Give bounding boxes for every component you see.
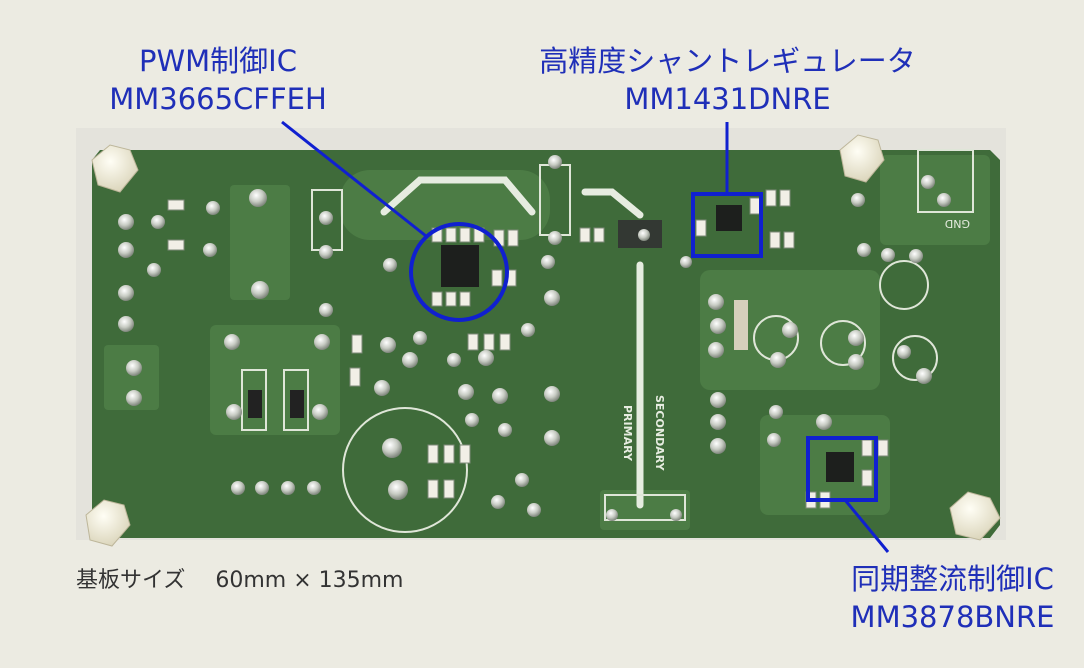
pwm-leader-line (281, 120, 427, 238)
pwm-ic-highlight-circle (409, 222, 509, 322)
pwm-ic-title: PWM制御IC (139, 44, 297, 78)
sync-leader-line (843, 499, 890, 553)
sync-rectifier-callout: 同期整流制御IC MM3878BNRE (820, 560, 1084, 636)
board-size-value: 60mm × 135mm (215, 568, 404, 593)
copper-traces (104, 155, 990, 530)
diode-d102 (290, 390, 304, 418)
shunt-regulator-part-number: MM1431DNRE (624, 82, 831, 116)
board-size-label: 基板サイズ (76, 568, 186, 593)
solder-joints (118, 155, 951, 521)
standoffs (85, 134, 1001, 547)
pwm-ic-part-number: MM3665CFFEH (109, 82, 327, 116)
silk-gnd: GND (945, 217, 970, 230)
shunt-regulator-title: 高精度シャントレギュレータ (539, 44, 916, 78)
silk-secondary: SECONDARY (653, 395, 666, 472)
ic101-chip (441, 245, 479, 287)
shunt-resistor (734, 300, 748, 350)
silk-primary: PRIMARY (621, 405, 634, 462)
sync-rectifier-highlight-box (806, 436, 878, 502)
pwm-ic-callout: PWM制御IC MM3665CFFEH (88, 42, 348, 118)
ic202-chip (826, 452, 854, 482)
silkscreen-lines (380, 176, 644, 509)
board-size-caption: 基板サイズ 60mm × 135mm (76, 562, 403, 594)
ic201-chip (716, 205, 742, 231)
leader-lines (281, 120, 890, 553)
shunt-regulator-callout: 高精度シャントレギュレータ MM1431DNRE (500, 42, 955, 118)
sync-rectifier-title: 同期整流制御IC (851, 562, 1054, 596)
smd-components (167, 189, 889, 509)
diode-d104 (248, 390, 262, 418)
sync-rectifier-part-number: MM3878BNRE (850, 600, 1055, 634)
